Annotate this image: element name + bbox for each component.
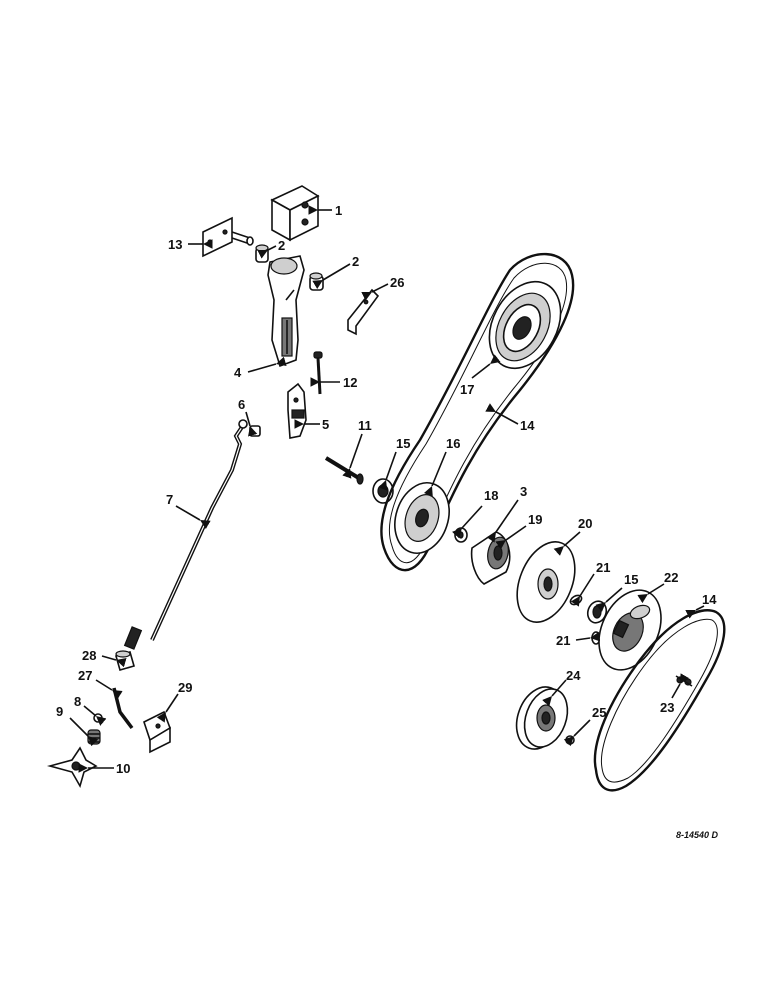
callout-14a: 14: [520, 418, 535, 433]
shaft-bolt-part-11: [324, 456, 364, 485]
spring-part-9: [87, 729, 101, 745]
callout-15a: 15: [396, 436, 410, 451]
callout-15b: 15: [624, 572, 638, 587]
callout-leaders: [69, 205, 705, 773]
callout-29: 29: [178, 680, 192, 695]
callout-1: 1: [335, 203, 342, 218]
callout-5: 5: [322, 417, 329, 432]
callout-21a: 21: [596, 560, 610, 575]
callout-24: 24: [566, 668, 581, 683]
cap-part-28: [115, 650, 135, 671]
callout-26: 26: [390, 275, 404, 290]
callout-9: 9: [56, 704, 63, 719]
callout-3: 3: [520, 484, 527, 499]
disc-part-20: [516, 541, 576, 623]
upper-sheave-part-17: [488, 280, 562, 370]
pin-part-6: [249, 425, 261, 437]
callout-20: 20: [578, 516, 592, 531]
callout-2a: 2: [278, 238, 285, 253]
callout-13: 13: [168, 237, 182, 252]
belt-part-14b: [593, 609, 726, 792]
clutch-disc-part-22: [598, 589, 662, 671]
callout-4: 4: [234, 365, 242, 380]
pulley-part-24: [515, 686, 569, 750]
callout-8: 8: [74, 694, 81, 709]
callout-17: 17: [460, 382, 474, 397]
lever-arm-part-4: [267, 255, 305, 368]
callout-27: 27: [78, 668, 92, 683]
callout-21b: 21: [556, 633, 570, 648]
bushing-part-18: [454, 527, 468, 543]
callout-14b: 14: [702, 592, 717, 607]
drawing-code: 8-14540 D: [676, 830, 719, 840]
hub-part-19: [470, 531, 511, 585]
mounting-plate-part-13: [202, 216, 254, 258]
callout-7: 7: [166, 492, 173, 507]
nut-part-25: [565, 735, 575, 745]
bent-rod-part-27: [112, 687, 134, 730]
callout-16: 16: [446, 436, 460, 451]
callout-22: 22: [664, 570, 678, 585]
bracket-part-1: [270, 185, 320, 242]
bushing-part-2a: [255, 244, 269, 263]
callout-18: 18: [484, 488, 498, 503]
control-rod-part-7: [123, 419, 248, 650]
star-knob-part-10: [46, 746, 98, 789]
bolt-part-12: [313, 351, 323, 395]
lower-sheave-part-16: [394, 482, 450, 554]
callout-19: 19: [528, 512, 542, 527]
latch-part-5: [287, 382, 307, 439]
fastener-part-23: [675, 675, 693, 687]
bent-bracket-part-26: [347, 288, 380, 336]
callout-10: 10: [116, 761, 130, 776]
callout-labels: 1 2 2 26 13 4 12 6 5 11 15 16 14 17 7 18…: [56, 203, 717, 776]
callout-25: 25: [592, 705, 606, 720]
bracket-part-29: [143, 710, 171, 754]
callout-23: 23: [660, 700, 674, 715]
callout-2b: 2: [352, 254, 359, 269]
callout-6: 6: [238, 397, 245, 412]
callout-11: 11: [358, 418, 372, 433]
bushing-part-2b: [309, 272, 324, 291]
callout-12: 12: [343, 375, 357, 390]
callout-28: 28: [82, 648, 96, 663]
